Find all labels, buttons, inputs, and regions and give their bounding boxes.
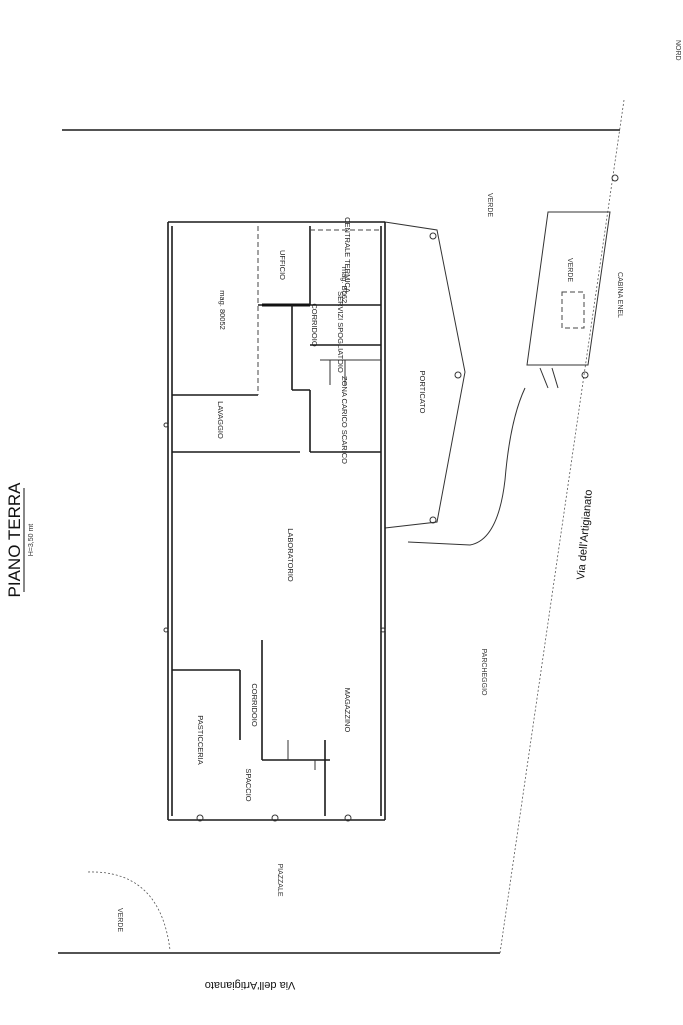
room-pasticceria: PASTICCERIA	[196, 715, 205, 764]
room-centrale-termica: CENTRALE TERMICA	[343, 217, 352, 293]
title-block: PIANO TERRA H=3,50 mt	[5, 482, 35, 598]
page-title: PIANO TERRA	[5, 482, 24, 598]
page-subtitle: H=3,50 mt	[28, 524, 35, 557]
room-porticato: PORTICATO	[418, 371, 427, 414]
area-verde-bottom: VERDE	[116, 908, 123, 932]
door-markers	[163, 422, 386, 822]
corner-arc	[87, 871, 171, 951]
room-corridoio-bottom: CORRIDOIO	[250, 683, 259, 727]
room-spaccio: SPACCIO	[244, 768, 253, 801]
room-magazzino-freddo: mag. 80052	[218, 290, 227, 330]
room-magazzino: MAGAZZINO	[343, 688, 352, 733]
building-outline	[167, 221, 386, 821]
green-island	[526, 211, 611, 389]
area-piazzale: PIAZZALE	[276, 863, 283, 896]
room-ufficio: UFFICIO	[278, 250, 287, 280]
street-label-bottom: Via dell'Artigianato	[205, 979, 296, 991]
room-servizi: SERVIZI SPOGLIATOIO	[336, 291, 345, 373]
area-verde-right: VERDE	[566, 258, 573, 282]
driveway-curve	[407, 387, 526, 546]
north-label: NORD	[674, 40, 681, 61]
room-corridoio-top: CORRIDOIO	[310, 303, 319, 347]
room-magazzino-bibite: mag. B062	[340, 267, 349, 303]
street-label-right: Via dell'Artigianato	[575, 489, 595, 580]
area-verde-top: VERDE	[486, 193, 493, 217]
room-lavaggio: LAVAGGIO	[216, 401, 225, 439]
site-boundary	[58, 99, 625, 954]
room-laboratorio: LABORATORIO	[286, 528, 295, 582]
area-cabina: CABINA ENEL	[616, 272, 623, 318]
porticato-outline	[384, 221, 466, 529]
room-labels: LABORATORIO LAVAGGIO mag. 80052 UFFICIO …	[116, 193, 623, 932]
interior-walls	[172, 226, 381, 816]
room-zona-carico: ZONA CARICO SCARICO	[340, 376, 349, 464]
area-parcheggio: PARCHEGGIO	[480, 649, 487, 696]
